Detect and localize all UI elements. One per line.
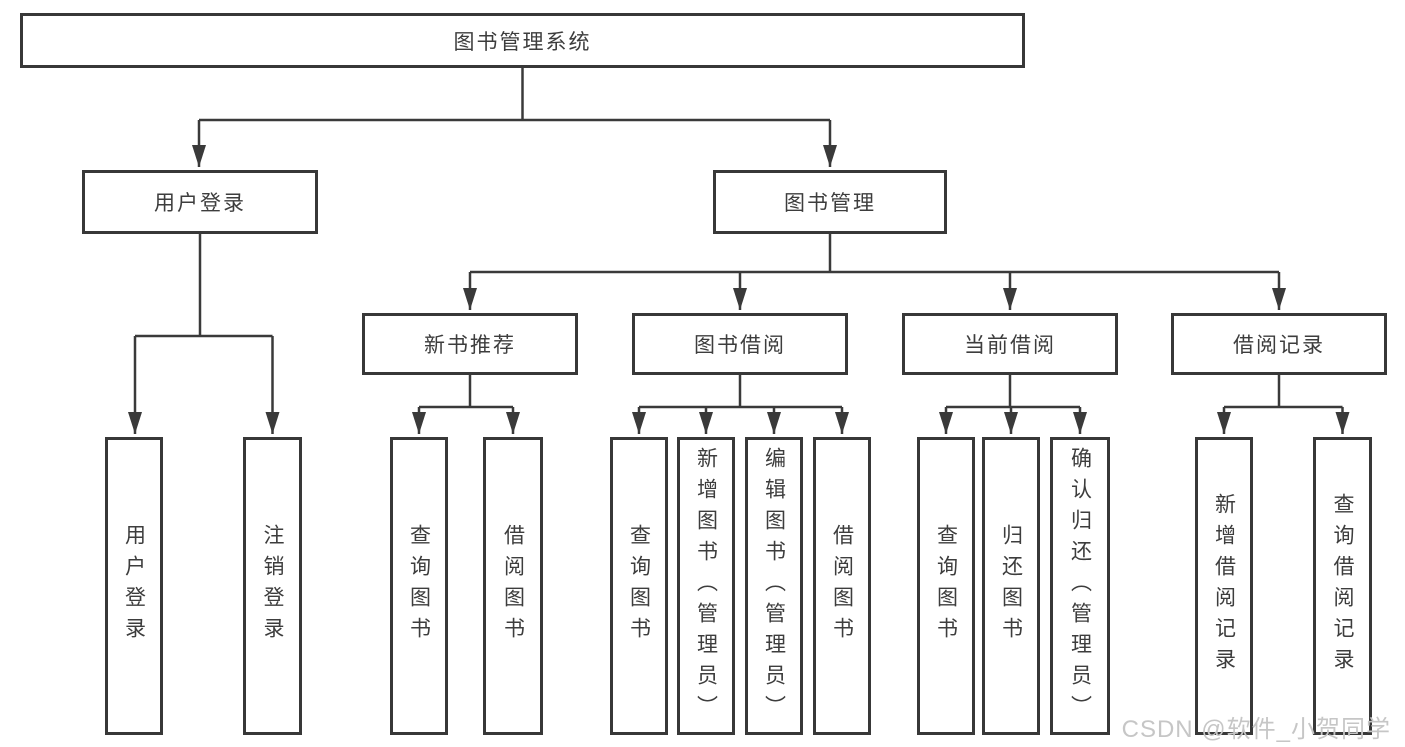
node-label: 图书管理 [784,192,876,215]
node-label: 用户登录 [122,524,146,648]
node-new-book-recommend: 新书推荐 [362,313,578,375]
leaf-user-login: 用户登录 [105,437,163,735]
node-label: 查询图书 [934,524,958,648]
node-label: 新书推荐 [424,334,516,357]
leaf-query-books-borrow: 查询图书 [610,437,668,735]
node-label: 查询图书 [407,524,431,648]
node-label: 借阅图书 [830,524,854,648]
node-label: 新增借阅记录 [1212,493,1236,679]
leaf-edit-books-admin: 编辑图书（管理员） [745,437,803,735]
node-book-borrow: 图书借阅 [632,313,848,375]
node-label: 查询图书 [627,524,651,648]
node-label: 图书借阅 [694,334,786,357]
node-label: 编辑图书（管理员） [762,446,786,726]
leaf-borrow-books: 借阅图书 [813,437,871,735]
node-book-management: 图书管理 [713,170,947,234]
node-label: 查询借阅记录 [1331,493,1354,679]
leaf-return-books: 归还图书 [982,437,1040,735]
node-current-borrow: 当前借阅 [902,313,1118,375]
node-label: 注销登录 [261,524,284,648]
node-label: 新增图书（管理员） [694,446,718,726]
node-label: 用户登录 [154,192,246,215]
leaf-query-books-recommend: 查询图书 [390,437,448,735]
node-label: 归还图书 [999,524,1023,648]
node-label: 当前借阅 [964,334,1056,357]
node-root-library-system: 图书管理系统 [20,13,1025,68]
node-borrow-records: 借阅记录 [1171,313,1387,375]
leaf-query-books-current: 查询图书 [917,437,975,735]
node-label: 图书管理系统 [453,30,592,54]
leaf-confirm-return-admin: 确认归还（管理员） [1050,437,1110,735]
node-label: 借阅记录 [1233,334,1325,357]
leaf-add-borrow-record: 新增借阅记录 [1195,437,1253,735]
node-user-login: 用户登录 [82,170,318,234]
leaf-borrow-books-recommend: 借阅图书 [483,437,543,735]
node-label: 借阅图书 [501,524,525,648]
csdn-watermark: CSDN @软件_小贺同学 [1121,716,1391,743]
leaf-query-borrow-record: 查询借阅记录 [1313,437,1372,735]
leaf-add-books-admin: 新增图书（管理员） [677,437,735,735]
leaf-logout: 注销登录 [243,437,302,735]
node-label: 确认归还（管理员） [1068,446,1092,726]
